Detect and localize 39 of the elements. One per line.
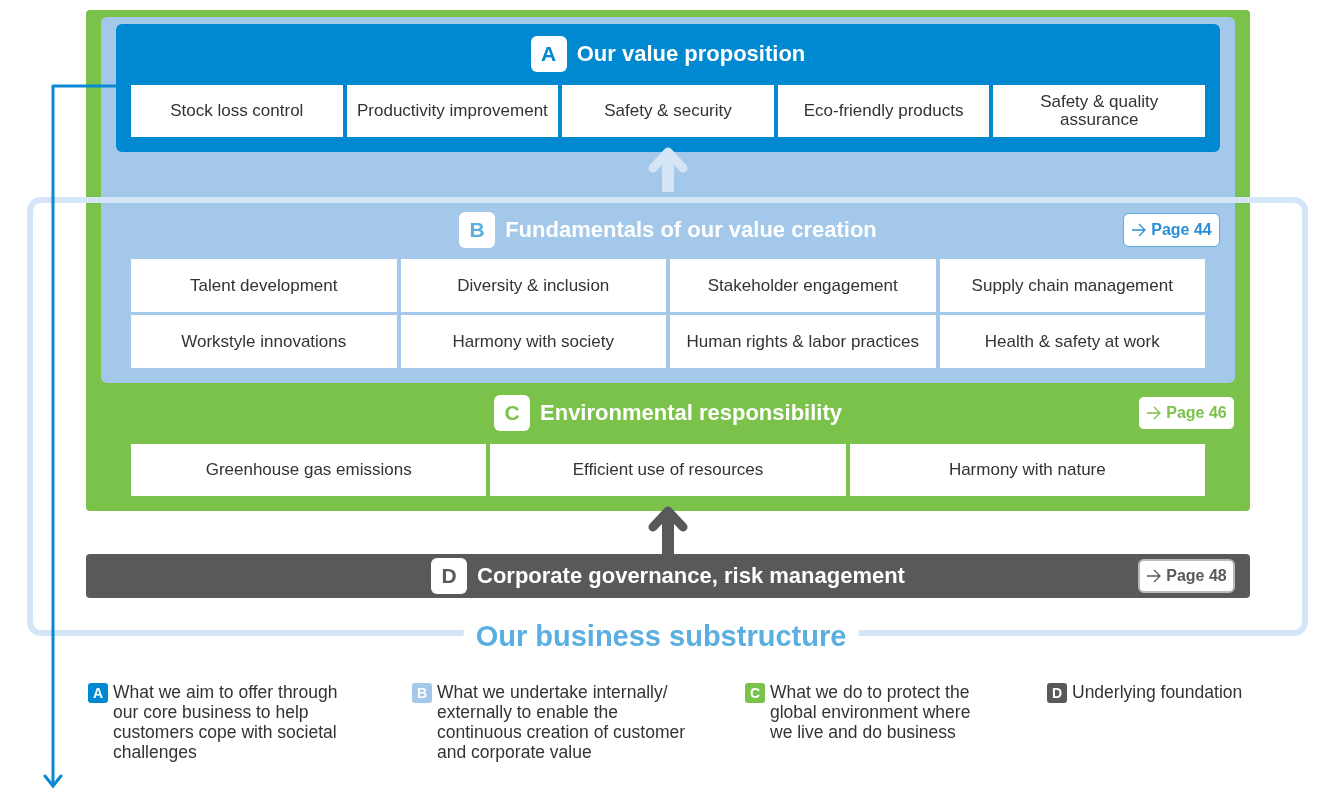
- legend-text: What we do to protect the global environment where we live and do business: [770, 682, 972, 742]
- section-title: Fundamentals of our value creation: [505, 217, 877, 243]
- section-title: Our value proposition: [576, 41, 806, 67]
- item-cell: Stock loss control: [131, 85, 343, 137]
- section-letter-badge: A: [530, 36, 567, 72]
- section-panel: [116, 24, 1220, 152]
- item-cell: Health & safety at work: [939, 315, 1205, 368]
- legend-swatch: C: [745, 683, 765, 703]
- section-panel: [101, 17, 1235, 383]
- item-cell: Human rights & labor practices: [670, 315, 936, 368]
- item-cell: Safety & quality assurance: [993, 85, 1205, 137]
- legend-text: What we undertake internally/ externally to enable the continuous creation of customer and corporate value: [437, 682, 687, 762]
- item-cell: Greenhouse gas emissions: [131, 444, 487, 496]
- item-cell: Safety & security: [562, 85, 774, 137]
- item-cell: Productivity improvement: [346, 85, 559, 137]
- legend-swatch: B: [412, 683, 432, 703]
- item-cell: Talent development: [131, 259, 397, 312]
- page-link: Page 44: [1123, 213, 1220, 247]
- item-cell: Stakeholder engagement: [670, 259, 936, 312]
- section-title: Environmental responsibility: [540, 400, 842, 426]
- item-cell: Workstyle innovations: [131, 315, 397, 368]
- section-panel: [86, 10, 1250, 511]
- section-title: Corporate governance, risk management: [477, 563, 905, 589]
- item-cell: Harmony with society: [400, 315, 666, 368]
- section-letter-badge: B: [459, 212, 496, 248]
- foundation-bar: [86, 554, 1250, 598]
- section-letter-badge: D: [431, 558, 468, 594]
- page-link: Page 48: [1138, 559, 1235, 593]
- item-cell: Harmony with nature: [849, 444, 1205, 496]
- page-link: Page 46: [1138, 396, 1235, 430]
- item-cell: Supply chain management: [939, 259, 1205, 312]
- legend-text: Underlying foundation: [1072, 682, 1243, 702]
- item-cell: Eco-friendly products: [777, 85, 990, 137]
- legend-text: What we aim to offer through our core business to help customers cope with societal challenges: [113, 682, 339, 762]
- item-cell: Diversity & inclusion: [400, 259, 666, 312]
- legend-swatch: A: [88, 683, 108, 703]
- section-letter-badge: C: [494, 395, 530, 431]
- item-cell: Efficient use of resources: [490, 444, 846, 496]
- legend-swatch: D: [1047, 683, 1067, 703]
